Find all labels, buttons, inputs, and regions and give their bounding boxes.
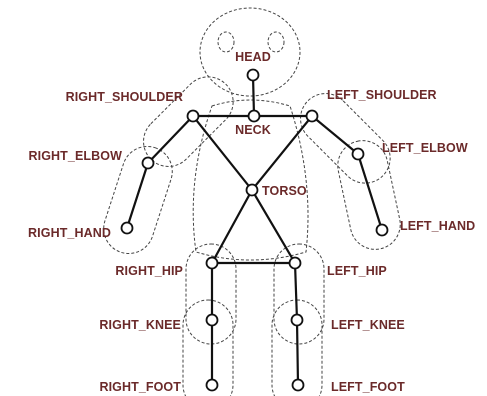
joint-left-elbow <box>353 149 364 160</box>
joint-neck <box>249 111 260 122</box>
bone-left-knee-to-left-foot <box>297 320 298 385</box>
label-right-hip: RIGHT_HIP <box>115 264 183 278</box>
joint-right-knee <box>207 315 218 326</box>
label-neck: NECK <box>235 123 271 137</box>
label-left-elbow: LEFT_ELBOW <box>382 141 468 155</box>
label-right-hand: RIGHT_HAND <box>28 226 111 240</box>
label-left-hand: LEFT_HAND <box>400 219 475 233</box>
label-right-elbow: RIGHT_ELBOW <box>29 149 123 163</box>
bone-torso-to-left-hip <box>252 190 295 263</box>
joint-right-foot <box>207 380 218 391</box>
joint-head <box>248 70 259 81</box>
label-left-knee: LEFT_KNEE <box>331 318 405 332</box>
joint-right-shoulder <box>188 111 199 122</box>
joint-left-foot <box>293 380 304 391</box>
label-head: HEAD <box>235 50 271 64</box>
joint-left-hip <box>290 258 301 269</box>
left-eye-outline <box>218 32 234 52</box>
label-right-knee: RIGHT_KNEE <box>99 318 181 332</box>
bone-left-hip-to-left-knee <box>295 263 297 320</box>
joint-torso <box>247 185 258 196</box>
joint-left-shoulder <box>307 111 318 122</box>
joint-right-hip <box>207 258 218 269</box>
bone-right-shoulder-to-right-elbow <box>148 116 193 163</box>
bone-right-elbow-to-right-hand <box>127 163 148 228</box>
bone-left-shoulder-to-left-elbow <box>312 116 358 154</box>
bone-left-elbow-to-left-hand <box>358 154 382 230</box>
joint-left-knee <box>292 315 303 326</box>
joint-labels: HEAD NECK TORSO RIGHT_SHOULDER LEFT_SHOULDER… <box>28 50 475 394</box>
joint-right-elbow <box>143 158 154 169</box>
label-torso: TORSO <box>262 184 307 198</box>
skeleton-joints <box>122 70 388 391</box>
right-eye-outline <box>268 32 284 52</box>
body-outline <box>97 8 405 396</box>
label-left-hip: LEFT_HIP <box>327 264 387 278</box>
joint-right-hand <box>122 223 133 234</box>
label-left-foot: LEFT_FOOT <box>331 380 405 394</box>
bone-torso-to-right-hip <box>212 190 252 263</box>
label-right-foot: RIGHT_FOOT <box>99 380 181 394</box>
label-left-shoulder: LEFT_SHOULDER <box>327 88 437 102</box>
label-right-shoulder: RIGHT_SHOULDER <box>66 90 183 104</box>
joint-left-hand <box>377 225 388 236</box>
